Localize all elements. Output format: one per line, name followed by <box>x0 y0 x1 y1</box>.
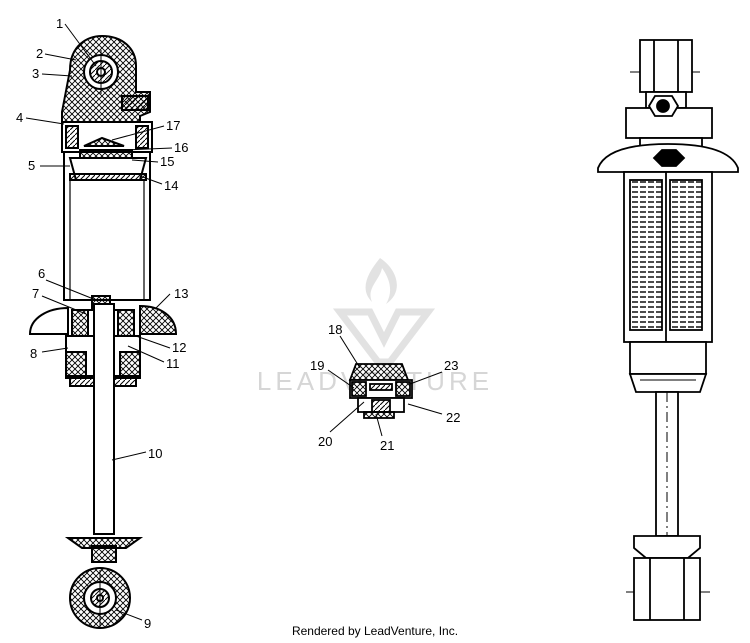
callouts-left: 1 2 3 4 5 6 7 8 9 10 11 12 13 14 15 16 1… <box>16 16 188 631</box>
shock-cutaway-view <box>28 34 178 629</box>
callout-13: 13 <box>174 286 188 301</box>
callout-17: 17 <box>166 118 180 133</box>
callout-18: 18 <box>328 322 342 337</box>
top-mount-ext <box>639 39 693 93</box>
part-14 <box>69 173 147 181</box>
callout-22: 22 <box>446 410 460 425</box>
callout-5: 5 <box>28 158 35 173</box>
leader-lines-left <box>25 23 173 621</box>
spring-seat-right <box>139 304 178 335</box>
callout-9: 9 <box>144 616 151 631</box>
callout-11: 11 <box>166 356 180 371</box>
callout-16: 16 <box>174 140 188 155</box>
callout-21: 21 <box>380 438 394 453</box>
callout-8: 8 <box>30 346 37 361</box>
shock-exterior-view <box>597 39 739 621</box>
callout-19: 19 <box>310 358 324 373</box>
leader-lines-center <box>327 335 443 437</box>
seal-washer <box>363 411 395 419</box>
callout-12: 12 <box>172 340 186 355</box>
callout-1: 1 <box>56 16 63 31</box>
callout-20: 20 <box>318 434 332 449</box>
flame-logo-icon <box>365 258 397 304</box>
part-17 <box>83 136 125 147</box>
lower-bumper <box>64 537 144 549</box>
bottom-mount-ext <box>633 557 701 621</box>
callout-3: 3 <box>32 66 39 81</box>
detail-nut-assembly <box>348 363 413 419</box>
callout-7: 7 <box>32 286 39 301</box>
callout-6: 6 <box>38 266 45 281</box>
callout-2: 2 <box>36 46 43 61</box>
callout-10: 10 <box>148 446 162 461</box>
callout-14: 14 <box>164 178 178 193</box>
v-logo-icon <box>332 308 436 366</box>
callout-23: 23 <box>444 358 458 373</box>
reservoir-valve <box>121 95 149 111</box>
piston-rod <box>93 303 115 535</box>
callout-15: 15 <box>160 154 174 169</box>
callout-4: 4 <box>16 110 23 125</box>
footer-credit: Rendered by LeadVenture, Inc. <box>291 624 459 638</box>
spring-seat-left <box>28 306 69 335</box>
callouts-center: 18 19 20 21 22 23 <box>310 322 460 453</box>
